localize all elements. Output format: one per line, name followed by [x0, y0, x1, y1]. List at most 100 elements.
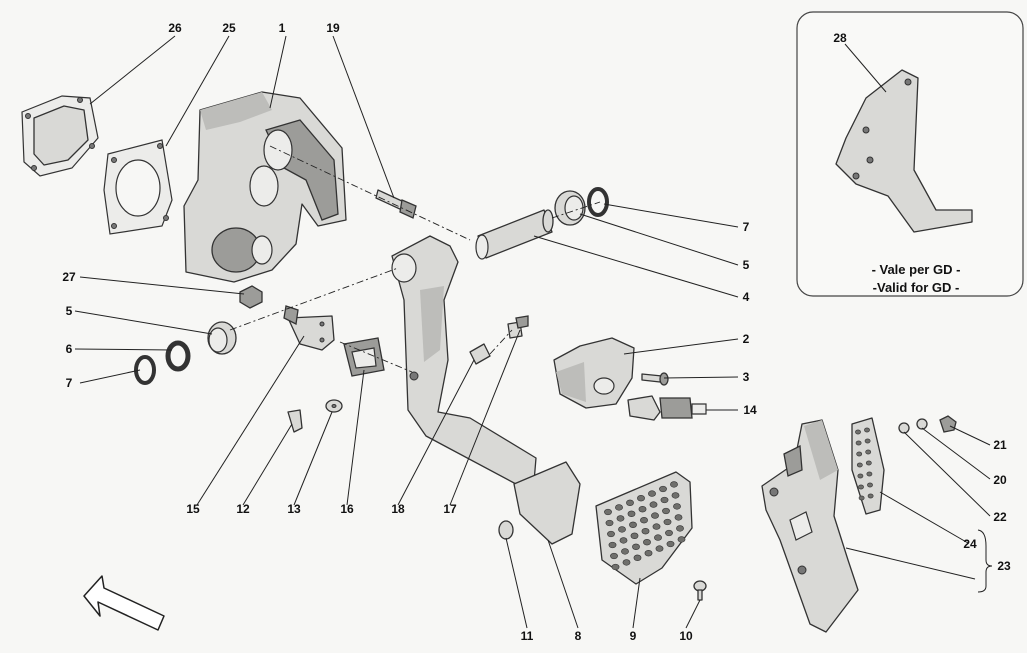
- pad-hole: [616, 515, 625, 522]
- callout-4: 4: [743, 290, 750, 304]
- pad-hole: [857, 473, 864, 479]
- pad-hole: [674, 514, 683, 521]
- callout-20: 20: [993, 473, 1007, 487]
- callout-5-right: 5: [743, 258, 750, 272]
- pad-hole: [651, 512, 659, 519]
- callout-7-right: 7: [743, 220, 750, 234]
- pad-hole: [655, 545, 664, 552]
- callout-25: 25: [222, 21, 236, 35]
- pad-hole: [627, 510, 636, 517]
- accelerator-pedal-23: [761, 419, 859, 633]
- callout-14: 14: [743, 403, 757, 417]
- pad-hole: [604, 508, 612, 516]
- pad-hole: [858, 484, 864, 490]
- ring-7-right: [587, 187, 609, 217]
- callout-1: 1: [279, 21, 286, 35]
- pad-hole: [618, 526, 626, 533]
- leader-lines: [74, 35, 993, 629]
- nut-27: [239, 285, 263, 309]
- pad-hole: [633, 554, 642, 561]
- pad-hole: [662, 507, 670, 515]
- support-bracket-2: [553, 337, 635, 409]
- pad-hole: [610, 552, 618, 560]
- callout-13: 13: [287, 502, 301, 516]
- pad-hole: [611, 563, 620, 571]
- callout-3: 3: [743, 370, 750, 384]
- pad-hole: [607, 530, 615, 538]
- pad-hole: [864, 438, 871, 444]
- callout-19: 19: [326, 21, 340, 35]
- pad-hole: [654, 534, 662, 541]
- footrest-pad-9: [595, 471, 693, 585]
- ring-7-left: [134, 355, 156, 385]
- washer-13: [325, 399, 343, 413]
- callout-12: 12: [236, 502, 250, 516]
- inset-note-line-1: - Vale per GD -: [872, 262, 961, 277]
- pad-hole: [676, 525, 684, 532]
- pad-hole: [867, 482, 873, 488]
- pad-hole: [641, 528, 650, 535]
- callout-2: 2: [743, 332, 750, 346]
- position-sensor-15: [283, 305, 335, 351]
- pad-hole: [619, 537, 628, 544]
- brake-pedal-pad-8: [513, 461, 581, 545]
- gasket-26: [21, 95, 99, 177]
- washer-6: [165, 340, 191, 372]
- pad-hole: [677, 536, 686, 543]
- pad-hole: [615, 504, 623, 511]
- brake-pedal-arm: [391, 235, 537, 485]
- washer-20: [916, 418, 928, 430]
- pad-hole: [856, 451, 863, 457]
- screw-3: [641, 372, 669, 386]
- pad-hole: [637, 495, 645, 502]
- callout-23: 23: [997, 559, 1011, 573]
- pad-hole: [605, 519, 614, 527]
- pad-hole: [643, 539, 651, 546]
- pedal-box-housing-1: [183, 91, 347, 283]
- callout-26: 26: [168, 21, 182, 35]
- pad-hole: [626, 499, 634, 506]
- clip-12: [287, 409, 303, 433]
- callout-7-left: 7: [66, 376, 73, 390]
- callout-27: 27: [62, 270, 76, 284]
- callout-11: 11: [521, 629, 534, 643]
- pad-hole: [608, 541, 617, 549]
- pad-hole: [671, 492, 680, 499]
- pad-hole: [621, 548, 629, 555]
- pivot-tube-4: [475, 209, 554, 260]
- inset-note-line-2: -Valid for GD -: [873, 280, 960, 295]
- arrow-up-left-icon: [83, 575, 165, 631]
- pad-hole: [630, 532, 639, 539]
- callout-24: 24: [963, 537, 977, 551]
- pad-hole: [638, 506, 647, 513]
- gasket-25: [103, 139, 173, 235]
- bush-5-left: [207, 321, 237, 355]
- bolt-19: [375, 189, 417, 219]
- pad-hole: [648, 490, 656, 497]
- pad-hole: [866, 471, 873, 477]
- callout-9: 9: [630, 629, 637, 643]
- bush-5-right: [554, 190, 586, 226]
- inset-panel: [796, 11, 1024, 297]
- pad-hole: [659, 485, 667, 493]
- pad-hole: [660, 496, 669, 504]
- pad-hole: [652, 523, 661, 530]
- callout-8: 8: [575, 629, 582, 643]
- pad-hole: [855, 429, 861, 435]
- callout-28: 28: [833, 31, 847, 45]
- pad-hole: [622, 559, 631, 566]
- stop-switch-14: [627, 395, 707, 421]
- pad-hole: [665, 529, 673, 537]
- pad-hole: [858, 495, 865, 501]
- washer-22: [898, 422, 910, 434]
- screw-11: [498, 520, 514, 540]
- pad-hole: [673, 503, 681, 510]
- nut-21: [939, 415, 957, 433]
- pad-hole: [663, 518, 672, 526]
- callout-22: 22: [993, 510, 1007, 524]
- pad-hole: [865, 449, 872, 455]
- pad-hole: [640, 517, 648, 524]
- accelerator-pad-24: [851, 417, 885, 515]
